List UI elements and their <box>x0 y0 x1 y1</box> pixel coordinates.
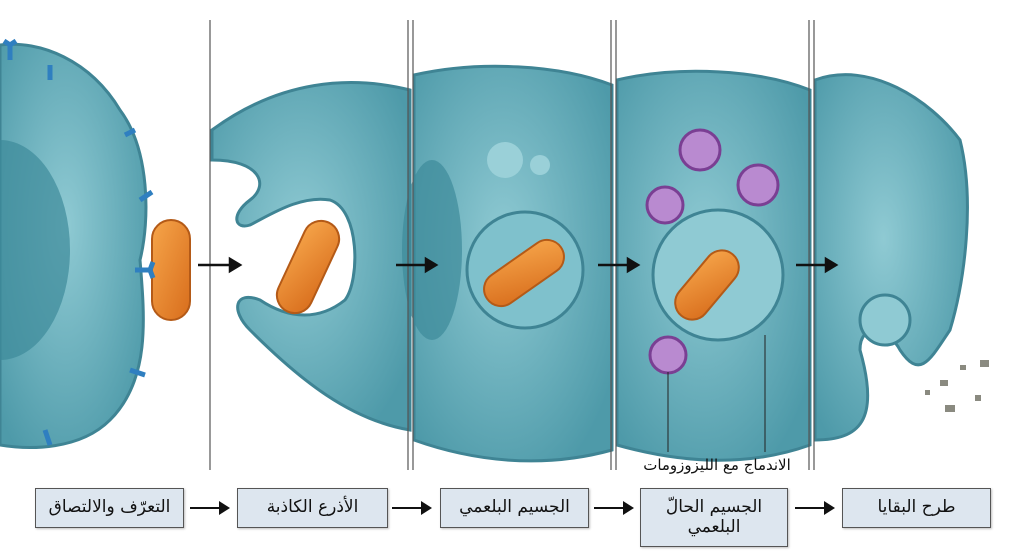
bacterium <box>151 219 191 321</box>
nucleus <box>0 140 70 360</box>
stage-recognition-label: التعرّف والالتصاق <box>35 488 184 528</box>
receptors-icon <box>2 38 156 446</box>
panel-dividers <box>209 20 815 470</box>
arrow-icon <box>190 501 230 515</box>
cell-phagosome <box>402 64 614 463</box>
bacterium <box>483 238 565 308</box>
bacterium <box>275 219 341 315</box>
cell-exocytosis <box>813 73 989 442</box>
stage-phagolysosome-label: الجسيم الحالّ البلعمي <box>640 488 788 547</box>
stage-phagosome-label: الجسيم البلعمي <box>440 488 589 528</box>
cell-phagolysosome <box>615 69 812 462</box>
panel-arrows <box>198 256 839 274</box>
fusion-annotation: الاندماج مع الليزوزومات <box>643 456 791 474</box>
arrow-icon <box>594 501 634 515</box>
cell-pseudopodia <box>210 81 412 432</box>
stage-exocytosis-label: طرح البقايا <box>842 488 991 528</box>
stage-pseudopodia-label: الأذرع الكاذبة <box>237 488 388 528</box>
degraded-bacterium <box>674 249 740 321</box>
arrow-icon <box>795 501 835 515</box>
debris <box>925 360 989 412</box>
cell-recognition <box>0 38 191 449</box>
arrow-icon <box>392 501 432 515</box>
